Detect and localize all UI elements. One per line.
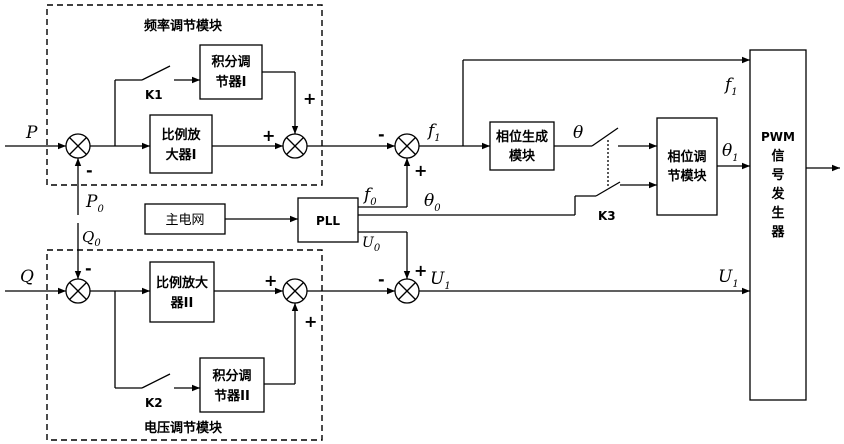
- signal-theta: θ: [573, 123, 583, 143]
- pwm-char-5: 器: [770, 225, 785, 240]
- switch-k2-label: K2: [145, 396, 163, 410]
- sign-plus-int1: +: [303, 89, 316, 108]
- signal-f1-top: f1: [723, 75, 738, 98]
- sign-minus-p0: -: [86, 161, 93, 180]
- summing-junction-volt: [283, 279, 307, 303]
- pwm-char-2: 号: [771, 168, 784, 183]
- signal-p: P: [25, 123, 38, 143]
- proportional-2-line2: 器II: [170, 296, 194, 311]
- signal-p0: P0: [85, 192, 104, 215]
- pwm-label: PWM: [761, 130, 795, 144]
- phase-generation-line1: 相位生成: [496, 129, 548, 145]
- sign-plus-prop1: +: [262, 126, 275, 145]
- proportional-1-line1: 比例放: [161, 127, 201, 143]
- voltage-module-label: 电压调节模块: [144, 420, 223, 436]
- pwm-char-1: 信: [771, 148, 784, 164]
- summing-junction-freq: [283, 134, 307, 158]
- summing-junction-p: [66, 134, 90, 158]
- integrator-2-line2: 节器II: [214, 388, 250, 404]
- signal-theta0: θ0: [424, 191, 441, 214]
- sign-minus-f-sum: -: [378, 125, 385, 144]
- proportional-1-block: [150, 115, 212, 173]
- frequency-module-label: 频率调节模块: [144, 18, 223, 34]
- switch-k2: [142, 374, 170, 388]
- sign-minus-q0: -: [85, 259, 92, 278]
- integrator-1-block: [200, 45, 262, 99]
- signal-f0: f0: [362, 185, 377, 208]
- sign-plus-prop2: +: [264, 271, 277, 290]
- phase-generation-line2: 模块: [509, 148, 536, 164]
- signal-theta1: θ1: [722, 141, 739, 164]
- switch-k3-label: K3: [598, 209, 616, 223]
- signal-f1-mid: f1: [426, 121, 441, 144]
- phase-adjust-block: [657, 118, 717, 215]
- pll-label: PLL: [316, 214, 340, 228]
- switch-k1-label: K1: [145, 88, 163, 102]
- pwm-char-4: 生: [771, 205, 784, 221]
- signal-q: Q: [20, 267, 34, 287]
- main-grid-label: 主电网: [165, 213, 204, 228]
- phase-adjust-line1: 相位调: [667, 149, 706, 165]
- proportional-1-line2: 大器I: [166, 147, 197, 163]
- signal-u1-right: U1: [718, 267, 739, 290]
- sign-plus-int2: +: [304, 312, 317, 331]
- phase-adjust-line2: 节模块: [667, 168, 707, 184]
- pwm-char-3: 发: [770, 186, 785, 202]
- integrator-2-line1: 积分调: [212, 368, 251, 384]
- signal-u0: U0: [362, 235, 381, 254]
- summing-junction-f1: [395, 134, 419, 158]
- switch-k3-upper: [592, 128, 618, 146]
- integrator-1-line1: 积分调: [211, 54, 250, 70]
- sign-plus-u0: +: [414, 261, 427, 280]
- integrator-1-line2: 节器I: [216, 74, 247, 90]
- summing-junction-u1: [395, 279, 419, 303]
- sign-minus-u-sum: -: [378, 270, 385, 289]
- sign-plus-f0: +: [414, 161, 427, 180]
- signal-q0: Q0: [82, 228, 101, 249]
- signal-u1-mid: U1: [430, 269, 451, 292]
- summing-junction-q: [66, 279, 90, 303]
- proportional-2-block: [150, 262, 214, 322]
- switch-k1: [142, 66, 170, 80]
- proportional-2-line1: 比例放大: [156, 275, 208, 291]
